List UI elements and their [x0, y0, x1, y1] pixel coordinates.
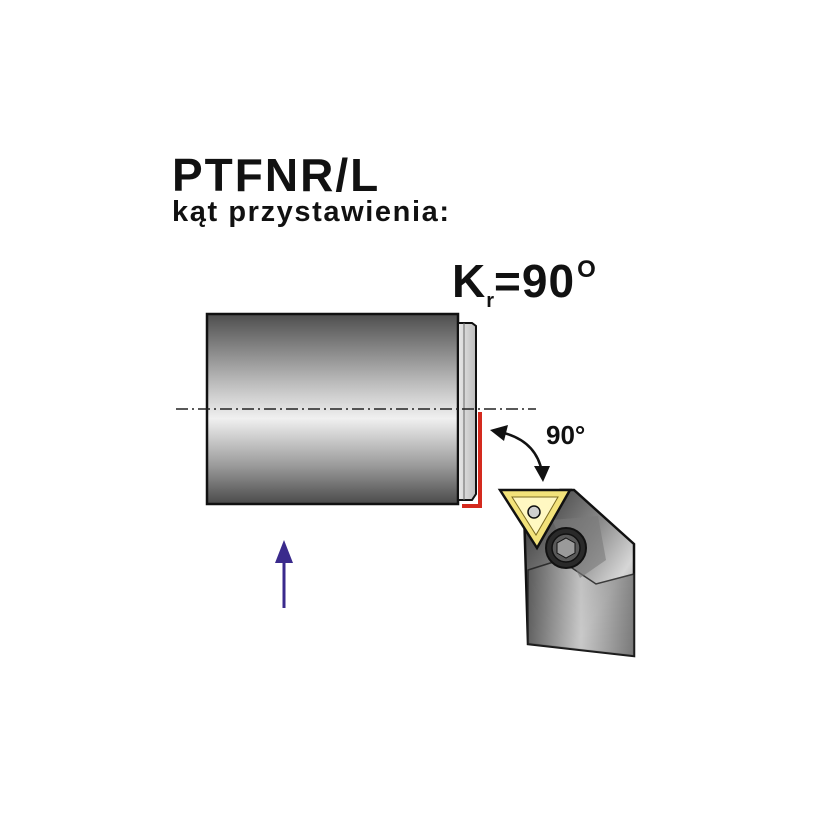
insert — [497, 488, 573, 551]
kr-angle-label: Kr=90O — [452, 254, 596, 312]
feed-direction-arrow-icon — [275, 540, 293, 608]
kr-subscript: r — [486, 290, 495, 312]
approach-angle-caption: kąt przystawienia: — [172, 196, 451, 228]
kr-value: =90 — [494, 255, 576, 307]
angle-arc-arrow-icon — [490, 425, 550, 482]
angle-dimension-label: 90° — [546, 420, 586, 450]
insert-screw-icon — [545, 527, 587, 569]
cut-profile — [462, 412, 482, 508]
kr-degree-mark: O — [577, 256, 596, 283]
tool-code-title: PTFNR/L — [172, 149, 381, 201]
kr-symbol: K — [452, 255, 487, 307]
